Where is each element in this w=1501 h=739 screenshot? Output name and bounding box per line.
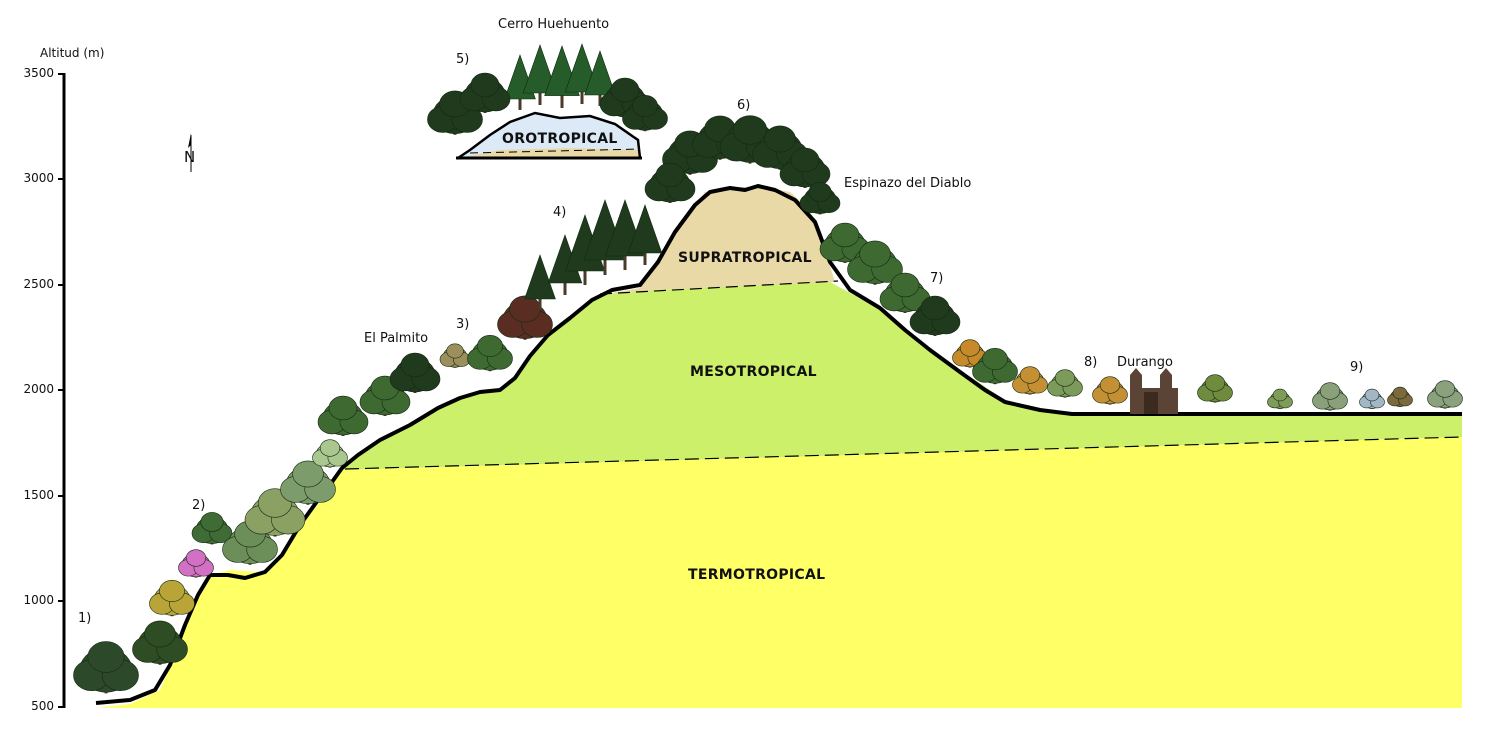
tree-icon bbox=[312, 439, 348, 468]
marker-8: 8) bbox=[1084, 355, 1098, 370]
tree-icon bbox=[317, 395, 369, 436]
tree-icon bbox=[178, 549, 214, 578]
tree-icon bbox=[819, 222, 871, 263]
conifer-icon bbox=[524, 254, 556, 310]
y-tick-label: 2000 bbox=[23, 382, 54, 396]
tree-icon bbox=[1197, 374, 1233, 403]
tree-icon bbox=[879, 272, 931, 313]
tree-icon bbox=[909, 295, 961, 336]
tree-icon bbox=[622, 94, 668, 132]
tree-icon bbox=[467, 334, 513, 372]
tree-icon bbox=[1267, 388, 1293, 409]
place-label-espinazo-del-diablo: Espinazo del Diablo bbox=[844, 176, 972, 191]
north-arrow-icon bbox=[188, 133, 192, 172]
tree-icon bbox=[439, 343, 471, 368]
tree-icon bbox=[1387, 386, 1413, 407]
place-label-cerro-huehuento: Cerro Huehuento bbox=[498, 17, 610, 32]
compass-label: N bbox=[184, 148, 196, 166]
tree-icon bbox=[1359, 388, 1385, 409]
tree-icon bbox=[222, 520, 278, 565]
conifer-icon bbox=[522, 44, 558, 105]
tree-icon bbox=[459, 72, 511, 113]
conifer-icon bbox=[627, 204, 663, 265]
y-tick-label: 3000 bbox=[23, 171, 54, 185]
termotropical-zone bbox=[96, 437, 1462, 708]
tree-icon bbox=[132, 620, 188, 665]
tree-icon bbox=[644, 162, 696, 203]
y-tick-label: 3500 bbox=[23, 66, 54, 80]
marker-3: 3) bbox=[456, 317, 470, 332]
marker-2: 2) bbox=[192, 498, 206, 513]
place-label-el-palmito: El Palmito bbox=[364, 331, 429, 346]
tree-icon bbox=[799, 182, 841, 215]
ground-profile-outline bbox=[95, 184, 1462, 705]
tree-icon bbox=[280, 460, 336, 505]
tree-icon bbox=[847, 240, 903, 285]
supratropical-zone bbox=[600, 186, 835, 295]
tree-icon bbox=[1012, 366, 1048, 395]
vegetation-trees bbox=[73, 43, 1463, 694]
y-tick-label: 1000 bbox=[23, 593, 54, 607]
place-label-durango: Durango bbox=[1117, 355, 1174, 370]
y-axis-ticks bbox=[58, 73, 64, 708]
y-axis-title: Altitud (m) bbox=[40, 46, 105, 60]
termo-meso-boundary bbox=[344, 436, 1463, 470]
zone-label-mesotropical: MESOTROPICAL bbox=[690, 364, 817, 380]
durango-church-icon bbox=[1130, 368, 1178, 414]
y-tick-label: 1500 bbox=[23, 488, 54, 502]
tree-icon bbox=[972, 347, 1018, 385]
marker-1: 1) bbox=[78, 611, 92, 626]
zone-label-termotropical: TERMOTROPICAL bbox=[688, 567, 826, 583]
tree-icon bbox=[191, 512, 233, 545]
orotropical-inset bbox=[456, 111, 642, 160]
tree-icon bbox=[1427, 380, 1463, 409]
y-tick-label: 2500 bbox=[23, 277, 54, 291]
tree-icon bbox=[359, 375, 411, 416]
tree-icon bbox=[952, 339, 988, 368]
zone-label-orotropical: OROTROPICAL bbox=[502, 131, 618, 147]
tree-icon bbox=[244, 488, 306, 537]
tree-icon bbox=[1047, 369, 1083, 398]
tree-icon bbox=[389, 352, 441, 393]
marker-6: 6) bbox=[737, 98, 751, 113]
conifer-icon bbox=[584, 50, 616, 106]
marker-9: 9) bbox=[1350, 360, 1364, 375]
zone-label-supratropical: SUPRATROPICAL bbox=[678, 250, 812, 266]
tree-icon bbox=[779, 147, 831, 188]
tree-icon bbox=[427, 90, 483, 135]
marker-4: 4) bbox=[553, 205, 567, 220]
y-tick-label: 500 bbox=[31, 699, 54, 713]
tree-icon bbox=[1312, 382, 1348, 411]
tree-icon bbox=[1092, 376, 1128, 405]
tree-icon bbox=[497, 295, 553, 340]
marker-7: 7) bbox=[930, 271, 944, 286]
mesotropical-zone bbox=[340, 282, 1462, 470]
tree-icon bbox=[73, 641, 139, 694]
meso-supra-boundary bbox=[599, 280, 839, 295]
tree-icon bbox=[149, 579, 195, 617]
marker-5: 5) bbox=[456, 52, 470, 67]
